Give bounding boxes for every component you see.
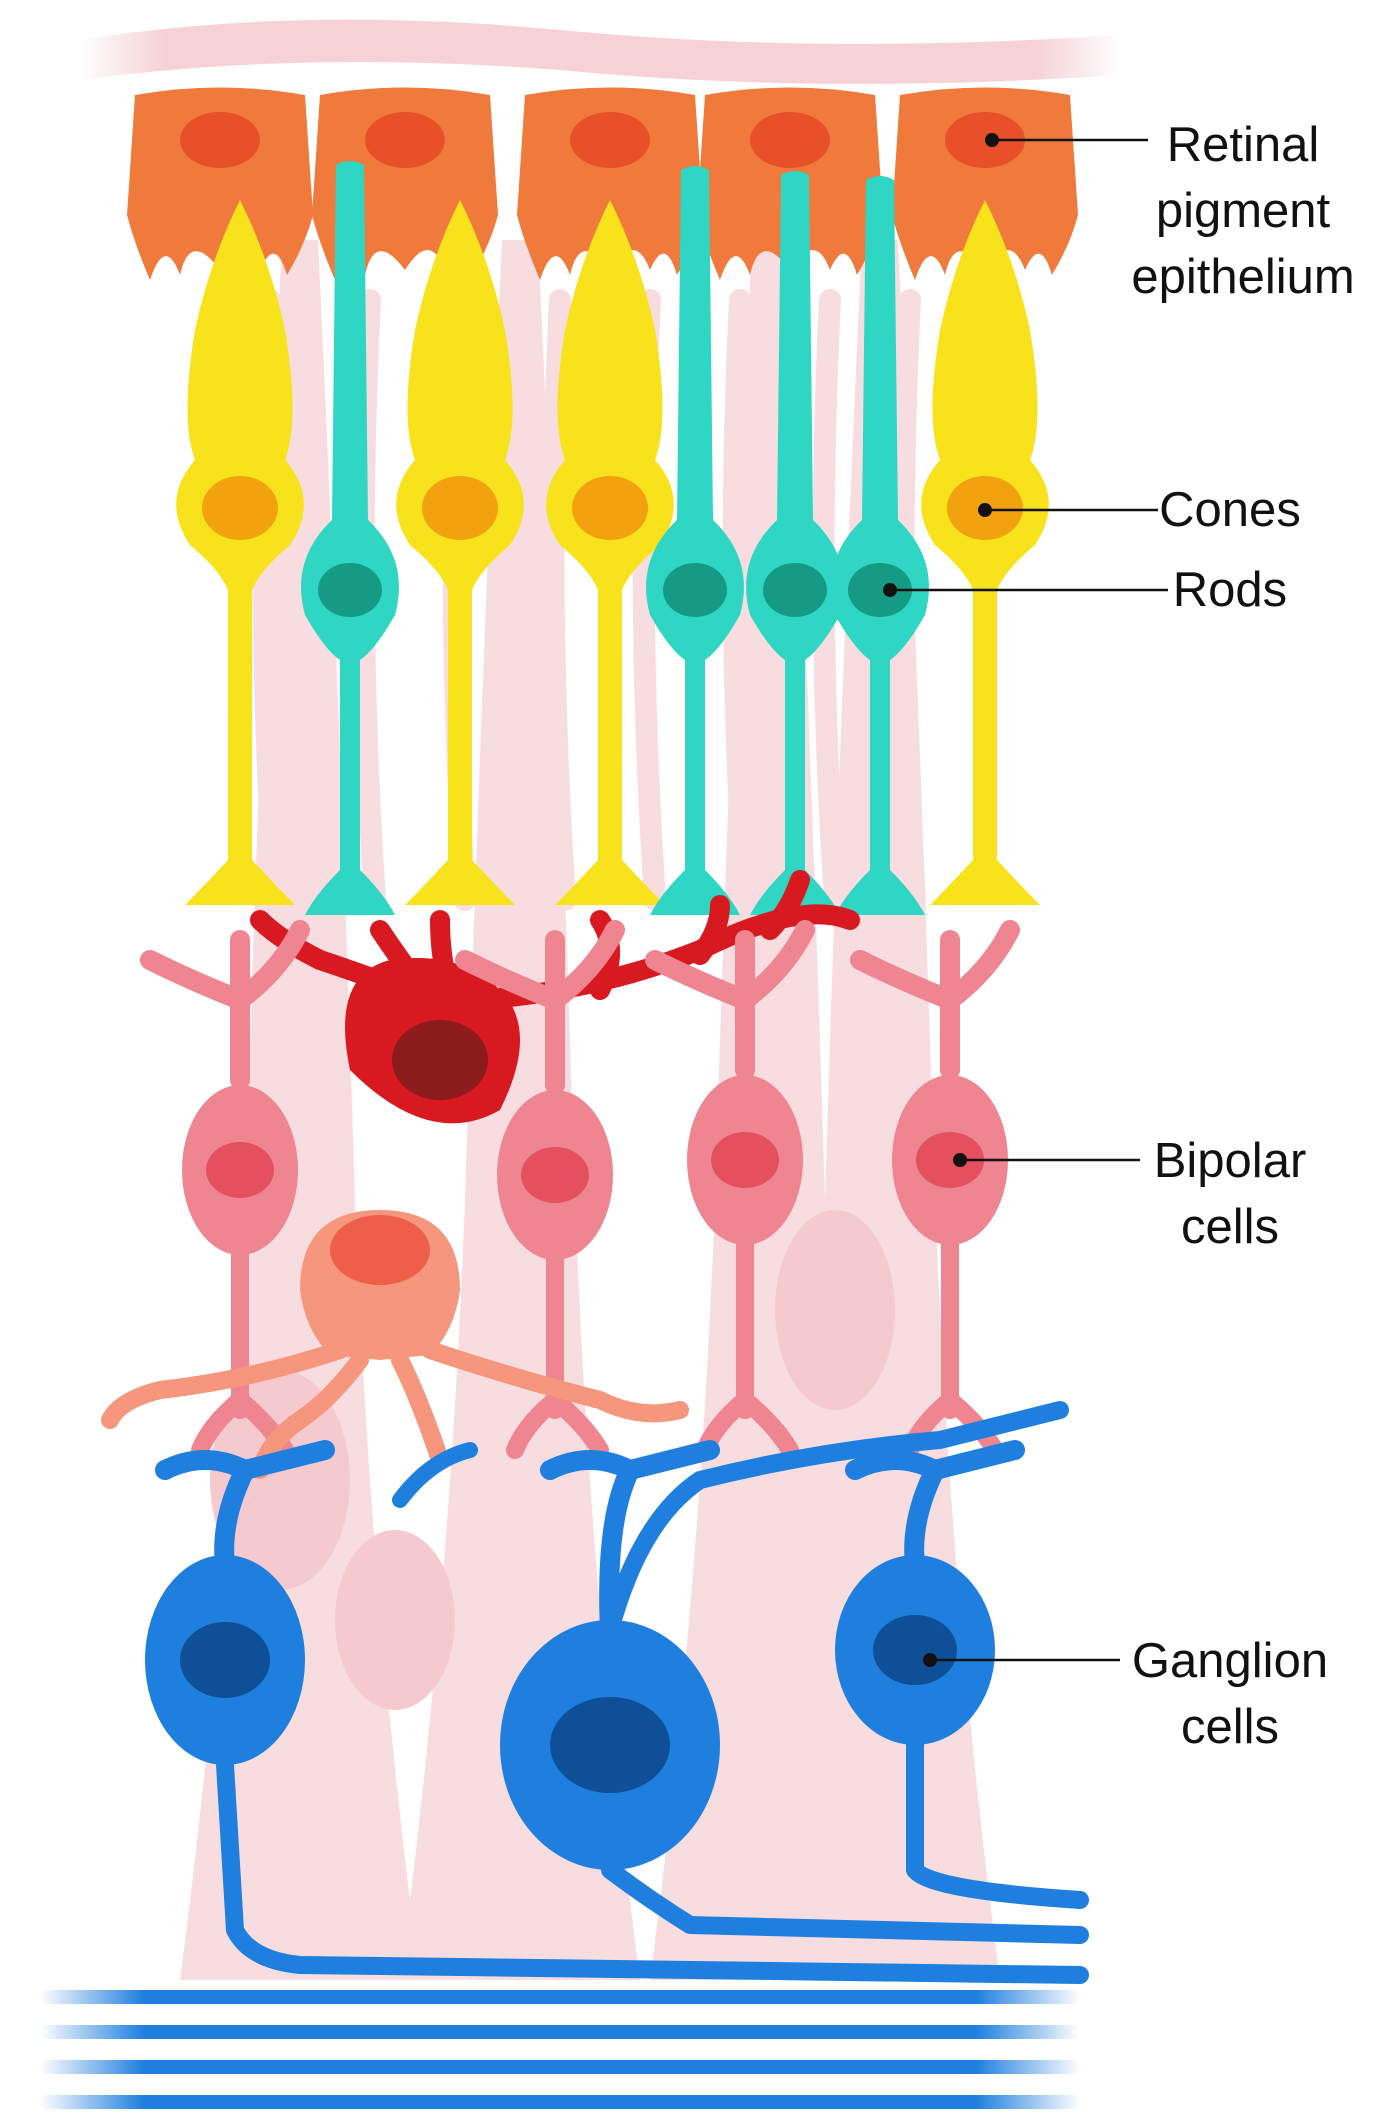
amacrine-branch-4 [421, 1341, 689, 1423]
bipolar-cells [140, 920, 1020, 1459]
label-ganglion-line-1: Ganglion [1131, 1634, 1329, 1688]
rpe-cell-5 [892, 87, 1078, 280]
cone-cells [176, 200, 1049, 905]
muller-column-4 [760, 240, 1000, 1980]
muller-nucleus-2 [775, 1210, 895, 1410]
leader-rpe-dot [985, 133, 999, 147]
label-bipolar: Bipolar cells [1120, 1128, 1340, 1260]
horizontal-branch-7 [760, 870, 810, 940]
rpe-cell-3 [517, 87, 703, 280]
ganglion-axon-2 [601, 1861, 1089, 1944]
amacrine-branch-2 [251, 1351, 369, 1479]
rod-cell-2 [646, 166, 744, 915]
rpe-nucleus-1 [180, 112, 260, 168]
muller-nucleus-1 [210, 1370, 350, 1590]
horizontal-nucleus [392, 1020, 488, 1100]
amacrine-nucleus [330, 1215, 430, 1285]
cone-cell-4 [921, 200, 1049, 905]
rod-nucleus-2 [663, 563, 727, 617]
cone-cell-1 [176, 200, 304, 905]
ganglion-cells [145, 1401, 1089, 1984]
amacrine-branch-1 [101, 1341, 349, 1429]
rpe-nucleus-2 [365, 112, 445, 168]
nerve-fiber-4 [40, 2095, 1080, 2109]
bipolar-nucleus-3 [711, 1132, 779, 1188]
nerve-fiber-3 [40, 2060, 1080, 2074]
bipolar-dendrites-1 [140, 920, 310, 1090]
cone-nucleus-2 [422, 476, 498, 540]
nerve-fiber-layer [40, 1990, 1080, 2109]
horizontal-branch-6 [690, 895, 730, 965]
bipolar-nucleus-2 [521, 1147, 589, 1203]
leader-ganglion-dot [923, 1653, 937, 1667]
label-rods-text: Rods [1172, 563, 1288, 617]
nerve-fiber-2 [40, 2025, 1080, 2039]
amacrine-cell [101, 1210, 689, 1479]
label-rpe-line-2: pigment [1155, 184, 1331, 238]
nerve-fiber-1 [40, 1990, 1080, 2004]
muller-nucleus-3 [335, 1530, 455, 1710]
label-bipolar-line-1: Bipolar [1153, 1134, 1307, 1188]
bipolar-dendrites-3 [645, 920, 815, 1080]
rod-nucleus-1 [318, 563, 382, 617]
rod-cell-1 [301, 161, 399, 915]
label-cones-text: Cones [1159, 483, 1301, 537]
leader-rods-dot [883, 583, 897, 597]
ganglion-nucleus-3 [873, 1615, 957, 1685]
ganglion-nucleus-1 [180, 1622, 270, 1698]
ganglion-dendrite-small [392, 1442, 478, 1508]
label-rods: Rods [1130, 557, 1330, 623]
label-bipolar-line-2: cells [1180, 1200, 1280, 1254]
label-ganglion: Ganglion cells [1110, 1628, 1350, 1760]
bipolar-dendrites-2 [455, 920, 625, 1095]
label-ganglion-line-2: cells [1180, 1700, 1280, 1754]
leader-cones-dot [978, 503, 992, 517]
rpe-nucleus-3 [570, 112, 650, 168]
rod-nucleus-3 [763, 563, 827, 617]
rpe-cell-1 [127, 87, 313, 280]
amacrine-branch-3 [391, 1351, 449, 1469]
ganglion-nucleus-2 [550, 1697, 670, 1793]
cone-cell-3 [546, 200, 674, 905]
top-membrane [80, 19, 1120, 84]
bipolar-nucleus-1 [206, 1142, 274, 1198]
ganglion-axon-1 [216, 1756, 1089, 1984]
cone-nucleus-3 [572, 476, 648, 540]
horizontal-branch-1 [250, 910, 440, 1010]
cone-cell-2 [396, 200, 524, 905]
bipolar-dendrites-4 [850, 920, 1020, 1080]
horizontal-branch-3 [430, 910, 460, 1000]
cone-nucleus-1 [202, 476, 278, 540]
rod-cell-4 [831, 176, 929, 915]
label-rpe-line-3: epithelium [1131, 250, 1355, 304]
horizontal-branch-2 [370, 920, 440, 1010]
muller-process-4 [542, 289, 576, 911]
rod-cell-3 [746, 171, 844, 915]
ganglion-long-dendrite [601, 1401, 1069, 1639]
ganglion-axon-3 [906, 1736, 1089, 1909]
bipolar-nucleus-4 [916, 1132, 984, 1188]
rpe-nucleus-4 [750, 112, 830, 168]
rod-cells [301, 161, 929, 915]
leader-lines [883, 133, 1168, 1667]
leader-bipolar-dot [953, 1153, 967, 1167]
label-rpe: Retinal pigment epithelium [1108, 112, 1378, 310]
label-cones: Cones [1130, 477, 1330, 543]
label-rpe-line-1: Retinal [1166, 118, 1320, 172]
rod-nucleus-4 [848, 563, 912, 617]
